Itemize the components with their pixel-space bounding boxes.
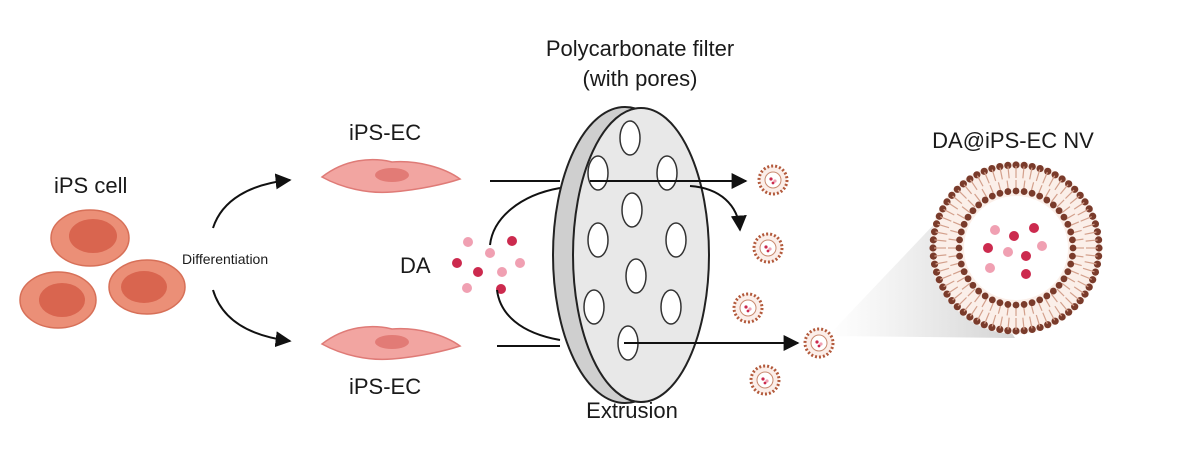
pore-icon [660,289,682,325]
pore-icon [665,222,687,258]
filter-label-line1: Polycarbonate filter [545,36,735,61]
ips-cell-icon [19,271,97,329]
extrusion-label: Extrusion [586,398,678,423]
endothelial-cell-icon [320,158,462,194]
small-nanovesicles [732,164,835,396]
da-label: DA [400,253,431,278]
nanovesicle-large-icon [929,161,1103,335]
arrow-icon [689,185,747,232]
ips-ec-top-label: iPS-EC [349,120,422,145]
arrow-icon [489,187,561,246]
pore-icon [583,289,605,325]
ips-cell-icon [50,209,130,267]
pore-icon [587,155,609,191]
ips-cells-group [19,209,186,329]
arrow-icon [212,173,292,229]
dopamine-molecule-icon [983,223,1047,279]
ips-ec-bottom-label: iPS-EC [349,374,422,399]
nanovesicle-icon [749,364,781,396]
differentiation-label: Differentiation [182,251,269,267]
arrow-icon [496,289,561,341]
ips-cell-icon [108,259,186,315]
dopamine-molecule-icon [452,236,525,294]
pore-icon [656,155,678,191]
nanovesicle-icon [752,232,784,264]
pore-icon [619,120,641,156]
nanovesicle-icon [803,327,835,359]
ips-cell-label: iPS cell [54,173,128,198]
filter-label-line2: (with pores) [582,66,698,91]
nanovesicle-icon [757,164,789,196]
filter-disc-icon [552,106,710,404]
nanovesicle-label: DA@iPS-EC NV [932,128,1094,153]
endothelial-cell-icon [320,325,462,361]
arrow-icon [212,289,292,348]
pore-icon [625,258,647,294]
pore-icon [621,192,643,228]
nanovesicle-icon [732,292,764,324]
pore-icon [587,222,609,258]
